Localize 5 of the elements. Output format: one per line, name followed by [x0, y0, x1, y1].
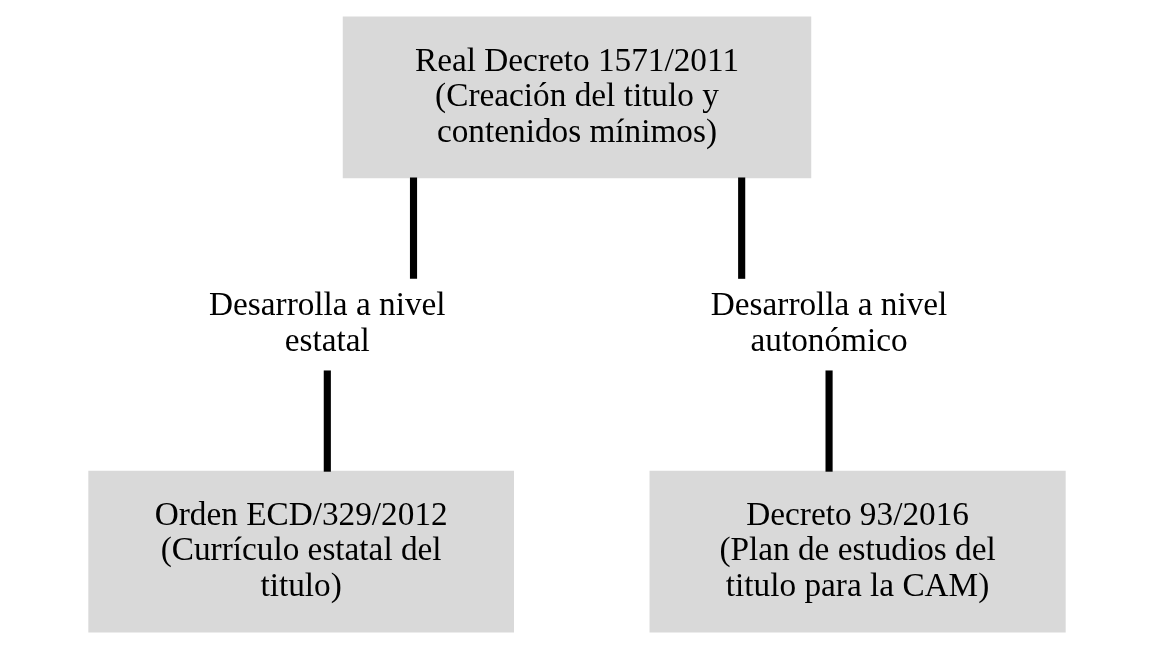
node-box: Decreto 93/2016 (Plan de estudios del titulo para la CAM) — [649, 470, 1066, 633]
node-box: Real Decreto 1571/2011 (Creación del titulo y contenidos mínimos) — [342, 16, 812, 179]
node-text: Desarrolla a nivel estatal — [209, 285, 446, 359]
node-text: Desarrolla a nivel autonómico — [710, 285, 948, 359]
node-box: Orden ECD/329/2012 (Currículo estatal del titulo) — [88, 470, 514, 633]
